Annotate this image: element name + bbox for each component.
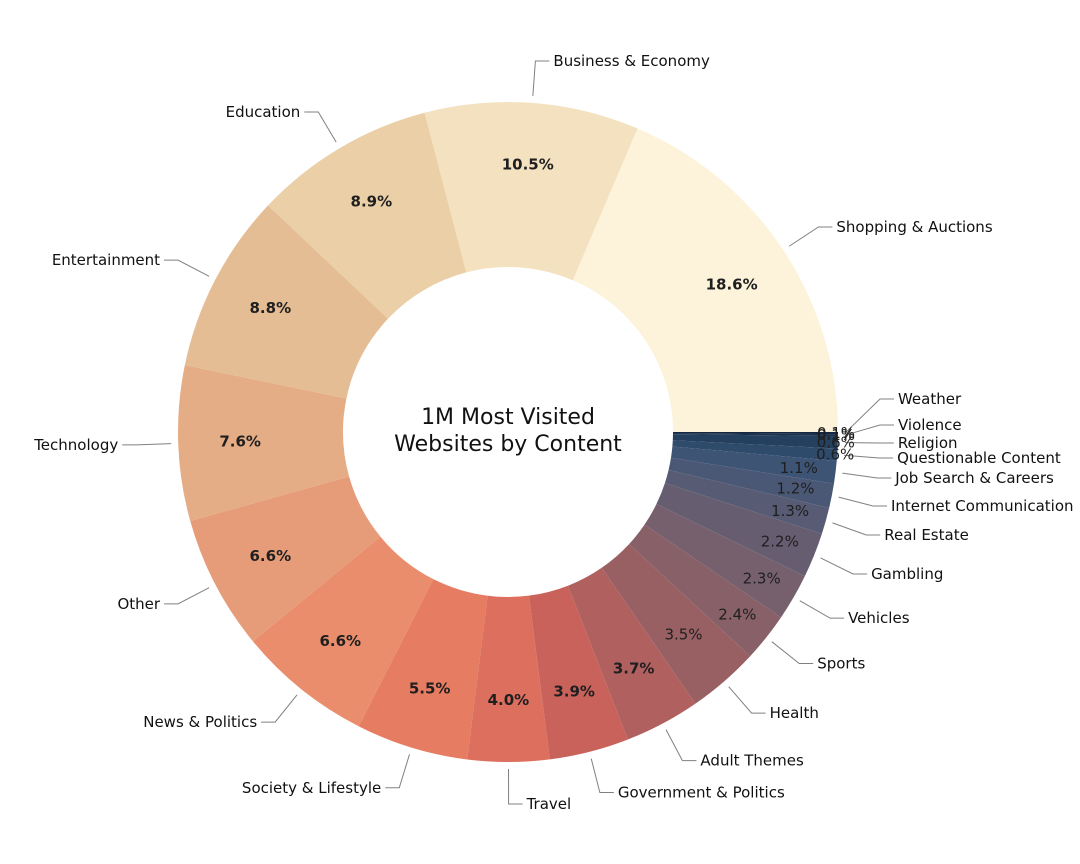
slice-shopping-and-auctions xyxy=(572,128,838,432)
leader-line-society-and-lifestyle xyxy=(385,754,410,789)
percent-label-education: 8.9% xyxy=(351,192,393,210)
slice-religion xyxy=(672,434,838,449)
category-label-questionable-content: Questionable Content xyxy=(897,449,1061,467)
percent-label-questionable-content: 0.6% xyxy=(816,446,854,464)
category-label-sports: Sports xyxy=(817,654,865,672)
category-label-technology: Technology xyxy=(33,436,118,454)
slice-entertainment xyxy=(184,205,388,399)
slice-weather xyxy=(672,432,838,435)
chart-title-line-2: Websites by Content xyxy=(394,432,622,457)
slice-health xyxy=(601,544,751,704)
percent-label-sports: 2.4% xyxy=(718,605,756,623)
percent-label-other: 6.6% xyxy=(250,547,292,565)
leader-line-other xyxy=(164,587,210,605)
percent-label-adult-themes: 3.7% xyxy=(613,660,655,678)
category-label-violence: Violence xyxy=(898,416,962,434)
slice-government-and-politics xyxy=(528,585,628,760)
slice-vehicles xyxy=(644,504,805,618)
chart-title-line-1: 1M Most Visited xyxy=(421,405,595,430)
category-label-adult-themes: Adult Themes xyxy=(700,752,804,770)
category-label-gambling: Gambling xyxy=(871,565,943,583)
leader-line-adult-themes xyxy=(665,729,697,762)
leader-line-questionable-content xyxy=(844,454,894,459)
leader-line-education xyxy=(304,111,337,143)
slice-job-search-and-careers xyxy=(670,446,837,484)
slice-adult-themes xyxy=(567,567,696,740)
leader-line-government-and-politics xyxy=(590,758,614,793)
category-label-news-and-politics: News & Politics xyxy=(143,713,257,731)
leader-line-entertainment xyxy=(164,259,210,277)
percent-label-vehicles: 2.3% xyxy=(743,570,781,588)
center-title-layer: 1M Most Visited Websites by Content xyxy=(394,405,622,457)
percent-label-weather: 0.1% xyxy=(817,424,855,442)
slice-travel xyxy=(467,595,550,762)
category-label-religion: Religion xyxy=(898,434,958,452)
leader-line-gambling xyxy=(820,557,868,575)
percent-label-shopping-and-auctions: 18.6% xyxy=(706,275,758,293)
slice-sports xyxy=(629,524,782,657)
percent-label-government-and-politics: 3.9% xyxy=(553,683,595,701)
percent-label-real-estate: 1.3% xyxy=(771,502,809,520)
leader-line-travel xyxy=(508,768,523,805)
labels-layer: 18.6% Shopping & Auctions 10.5% Business & … xyxy=(33,52,1073,813)
percent-label-violence: 0.1% xyxy=(817,426,855,444)
slice-gambling xyxy=(656,482,822,577)
leader-line-internet-communication xyxy=(838,496,887,507)
leader-line-sports xyxy=(771,641,814,664)
slice-real-estate xyxy=(664,469,830,534)
percent-label-job-search-and-careers: 1.1% xyxy=(780,459,818,477)
category-label-entertainment: Entertainment xyxy=(52,251,160,269)
percent-label-technology: 7.6% xyxy=(219,432,261,450)
category-label-business-and-economy: Business & Economy xyxy=(553,52,710,70)
percent-label-religion: 0.6% xyxy=(817,433,855,451)
slice-violence xyxy=(672,433,838,437)
percent-label-health: 3.5% xyxy=(664,626,702,644)
percent-label-internet-communication: 1.2% xyxy=(776,480,814,498)
category-label-weather: Weather xyxy=(898,390,962,408)
percent-label-gambling: 2.2% xyxy=(761,532,799,550)
leader-line-business-and-economy xyxy=(532,60,550,96)
leader-line-news-and-politics xyxy=(261,694,298,723)
slice-questionable-content xyxy=(672,440,838,461)
category-label-real-estate: Real Estate xyxy=(884,526,969,544)
leader-line-shopping-and-auctions xyxy=(788,226,833,247)
percent-label-travel: 4.0% xyxy=(488,691,530,709)
category-label-internet-communication: Internet Communication xyxy=(891,497,1074,515)
slice-other xyxy=(190,476,381,642)
leader-line-vehicles xyxy=(799,600,845,619)
slice-education xyxy=(267,112,467,319)
percent-label-business-and-economy: 10.5% xyxy=(502,156,554,174)
category-label-other: Other xyxy=(117,595,160,613)
category-label-vehicles: Vehicles xyxy=(848,609,910,627)
leader-line-health xyxy=(728,686,766,714)
leader-lines-layer xyxy=(122,60,894,805)
category-label-shopping-and-auctions: Shopping & Auctions xyxy=(836,218,992,236)
leader-line-real-estate xyxy=(832,522,881,536)
slices-layer xyxy=(177,101,838,762)
percent-label-news-and-politics: 6.6% xyxy=(319,632,361,650)
category-label-government-and-politics: Government & Politics xyxy=(618,783,785,801)
leader-line-weather xyxy=(844,398,894,434)
leader-line-violence xyxy=(844,424,894,436)
leader-line-technology xyxy=(122,443,172,446)
slice-technology xyxy=(177,365,350,521)
percent-label-society-and-lifestyle: 5.5% xyxy=(409,679,451,697)
slice-news-and-politics xyxy=(252,536,434,727)
percent-label-entertainment: 8.8% xyxy=(250,299,292,317)
slice-business-and-economy xyxy=(424,101,638,281)
category-label-education: Education xyxy=(226,103,301,121)
category-label-travel: Travel xyxy=(526,795,572,813)
slice-internet-communication xyxy=(668,457,834,508)
slice-society-and-lifestyle xyxy=(358,579,488,760)
category-label-society-and-lifestyle: Society & Lifestyle xyxy=(242,779,381,797)
category-label-health: Health xyxy=(770,704,819,722)
leader-line-job-search-and-careers xyxy=(842,472,892,479)
category-label-job-search-and-careers: Job Search & Careers xyxy=(894,469,1054,487)
